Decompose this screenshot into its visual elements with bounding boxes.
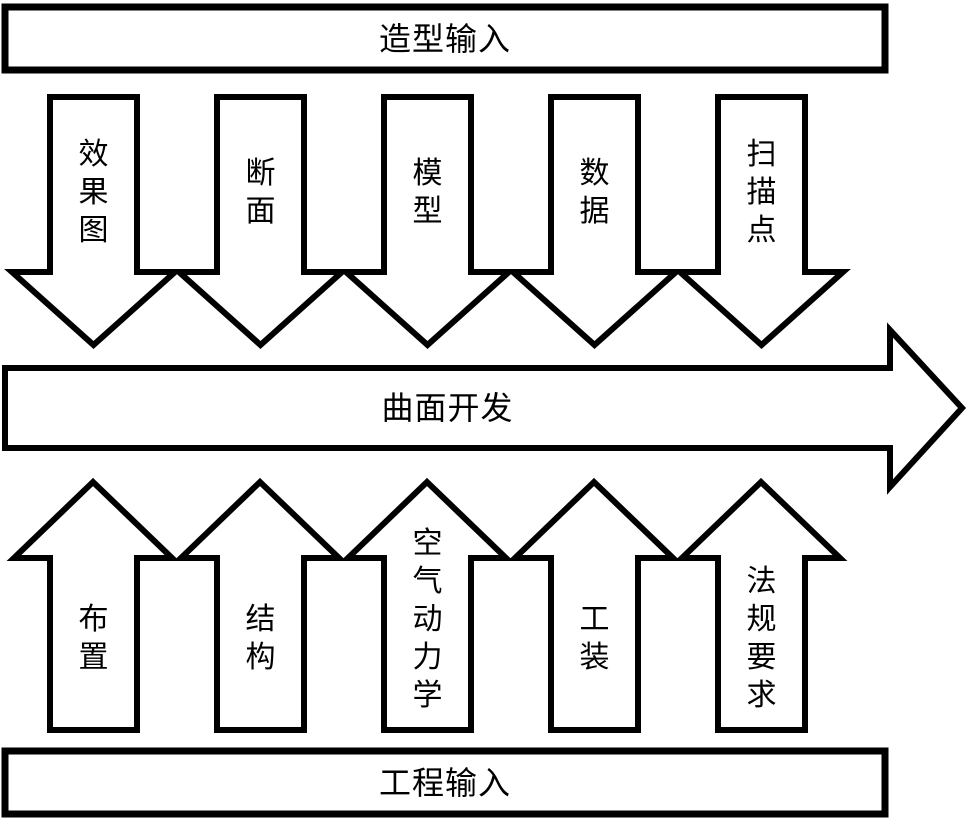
- up-arrow-2: [173, 477, 347, 733]
- down-arrow-2: [171, 94, 350, 350]
- down-arrow-3: [338, 94, 517, 350]
- center-process-arrow: [2, 322, 967, 495]
- up-arrow-1: [6, 477, 180, 733]
- top-input-box: [1, 3, 889, 74]
- up-arrow-5: [674, 477, 848, 733]
- down-arrow-4: [505, 94, 684, 350]
- down-arrow-1: [4, 94, 183, 350]
- up-arrow-3: [340, 477, 514, 733]
- up-arrow-4: [507, 477, 681, 733]
- down-arrow-5: [672, 94, 851, 350]
- bottom-input-box: [1, 747, 889, 818]
